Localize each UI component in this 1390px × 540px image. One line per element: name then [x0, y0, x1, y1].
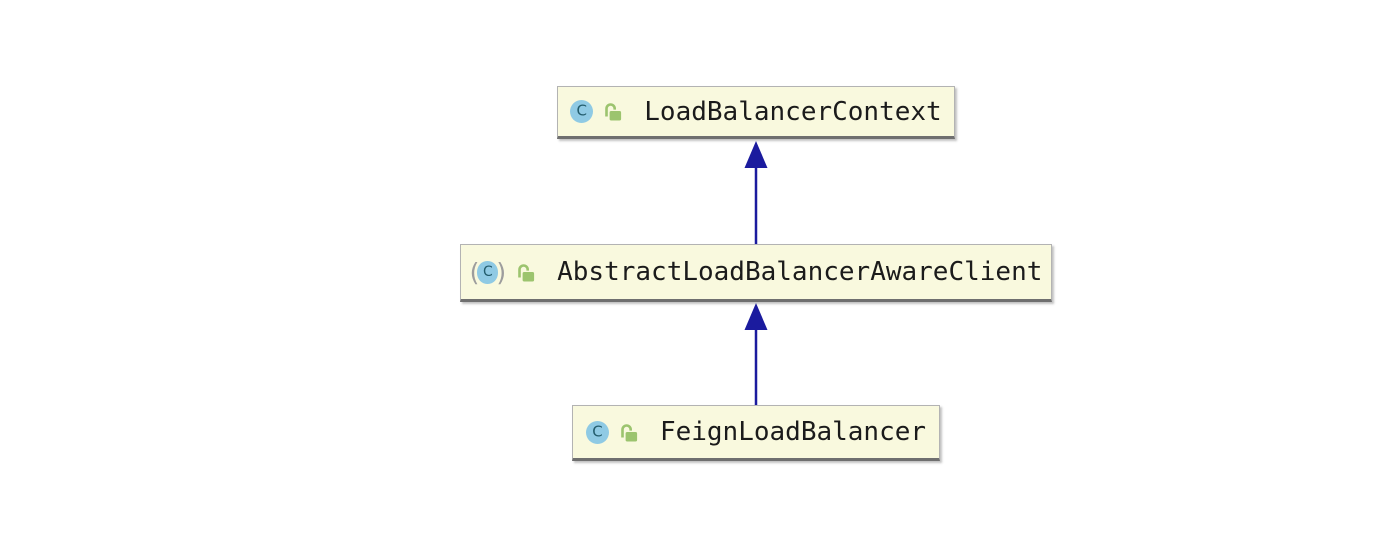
class-name-label: AbstractLoadBalancerAwareClient: [557, 257, 1043, 287]
class-icon: C: [585, 420, 609, 444]
arrowhead-up-icon: [744, 303, 768, 330]
class-name-label: LoadBalancerContext: [644, 96, 942, 127]
public-unlock-icon: [514, 261, 537, 284]
class-node-loadbalancercontext[interactable]: C LoadBalancerContext: [557, 86, 955, 139]
class-name-label: FeignLoadBalancer: [659, 417, 927, 447]
arrowhead-up-icon: [744, 141, 768, 168]
public-unlock-icon: [617, 421, 640, 444]
class-node-feignloadbalancer[interactable]: C FeignLoadBalancer: [572, 405, 940, 461]
class-node-abstractloadbalancerawareclient[interactable]: ( C ) AbstractLoadBalancerAwareClient: [460, 244, 1052, 302]
extends-edge-abstract-to-context: [744, 141, 768, 244]
public-unlock-icon: [601, 100, 624, 123]
class-icon: C: [570, 100, 594, 123]
extends-edge-feign-to-abstract: [744, 303, 768, 405]
abstract-class-icon: ( C ): [469, 257, 507, 287]
